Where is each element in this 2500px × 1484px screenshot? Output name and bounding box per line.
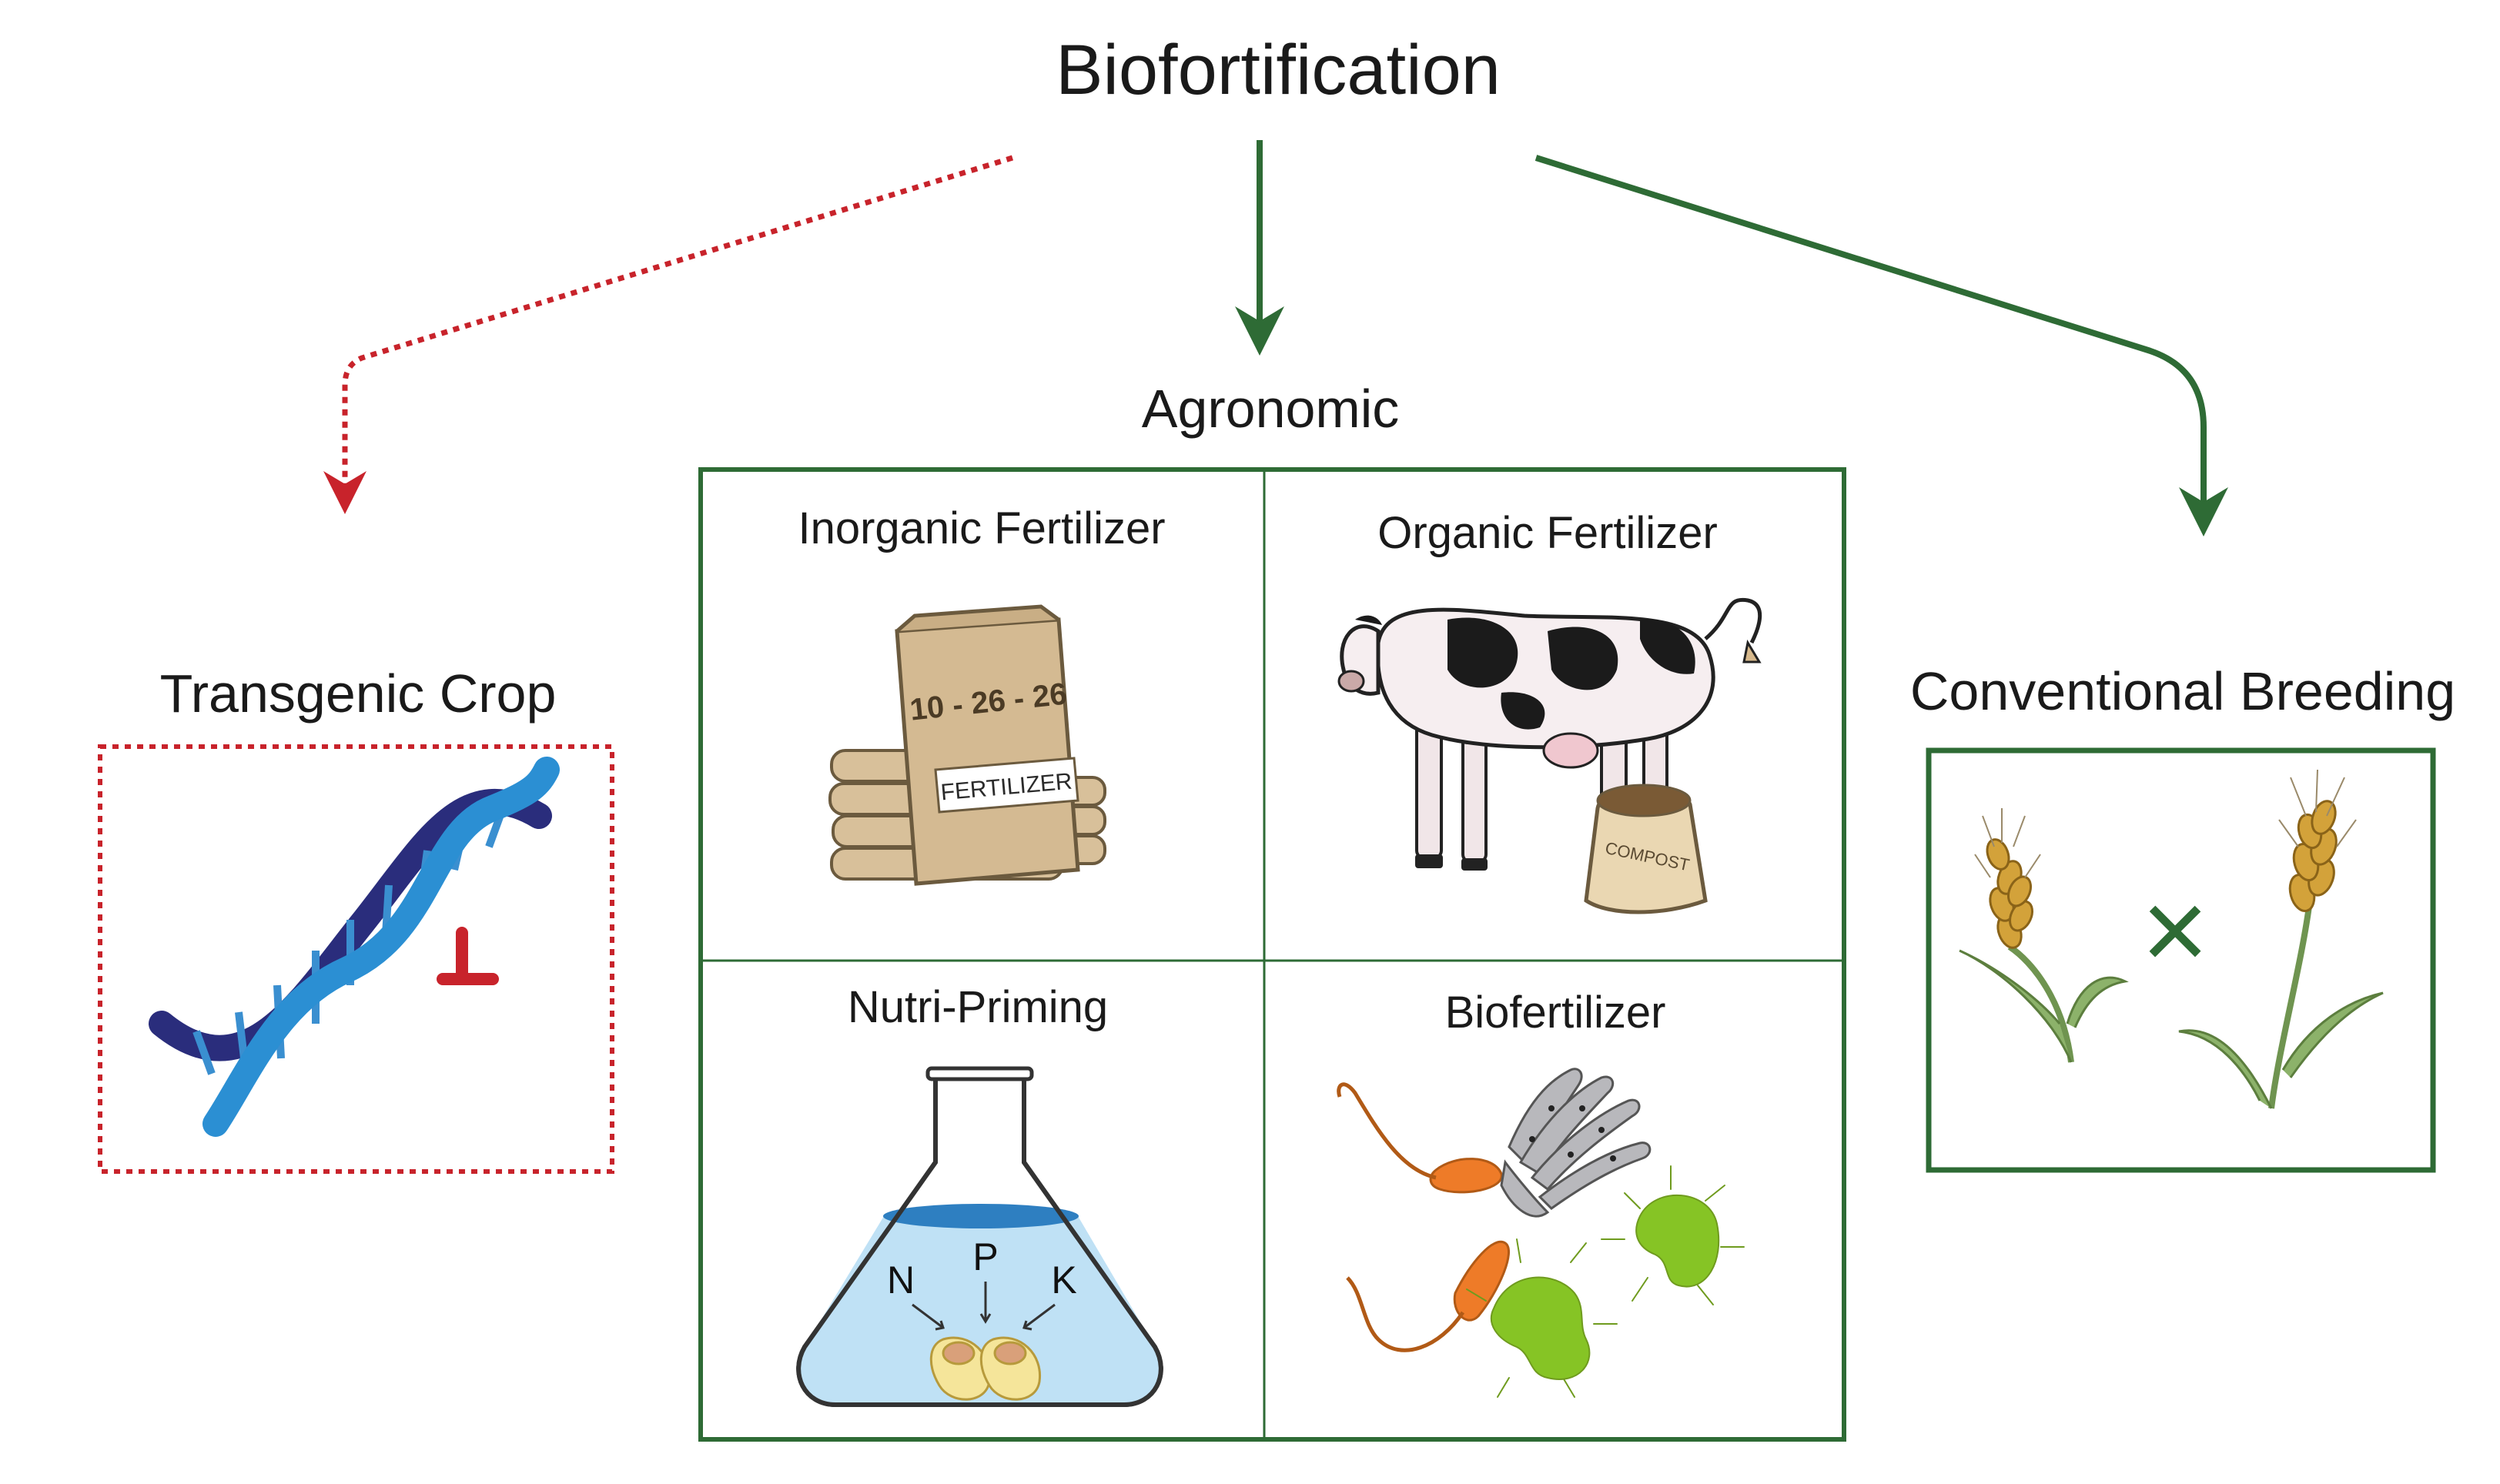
cross-symbol: × bbox=[2141, 865, 2209, 994]
nutrient-k: K bbox=[1051, 1258, 1076, 1302]
conventional-label: Conventional Breeding bbox=[1910, 661, 2455, 721]
fertilizer-bag-icon: 10 - 26 - 26 FERTILIZER bbox=[828, 604, 1106, 886]
quadrant-label-nutri-priming: Nutri-Priming bbox=[848, 982, 1108, 1032]
agronomic-label: Agronomic bbox=[1142, 379, 1400, 439]
transgenic-label: Transgenic Crop bbox=[160, 663, 557, 724]
quadrant-label-inorganic-fertilizer: Inorganic Fertilizer bbox=[798, 503, 1165, 553]
nutrient-n: N bbox=[887, 1258, 915, 1302]
dna-icon bbox=[149, 757, 560, 1137]
cow-icon: COMPOST bbox=[1337, 597, 1762, 914]
arrow-to-transgenic bbox=[323, 155, 1014, 514]
quadrant-label-biofertilizer: Biofertilizer bbox=[1445, 988, 1666, 1038]
wheat-cross-icon: × bbox=[1959, 769, 2384, 1109]
nutrient-p: P bbox=[972, 1235, 998, 1278]
quadrant-label-organic-fertilizer: Organic Fertilizer bbox=[1377, 508, 1718, 558]
flask-icon: N P K bbox=[796, 1066, 1163, 1407]
agronomic-box bbox=[698, 467, 1846, 1442]
arrow-to-conventional bbox=[1534, 155, 2228, 536]
microbes-icon bbox=[1337, 1068, 1745, 1398]
diagram-title: Biofortification bbox=[1056, 31, 1501, 109]
conventional-box bbox=[1926, 747, 2436, 1173]
